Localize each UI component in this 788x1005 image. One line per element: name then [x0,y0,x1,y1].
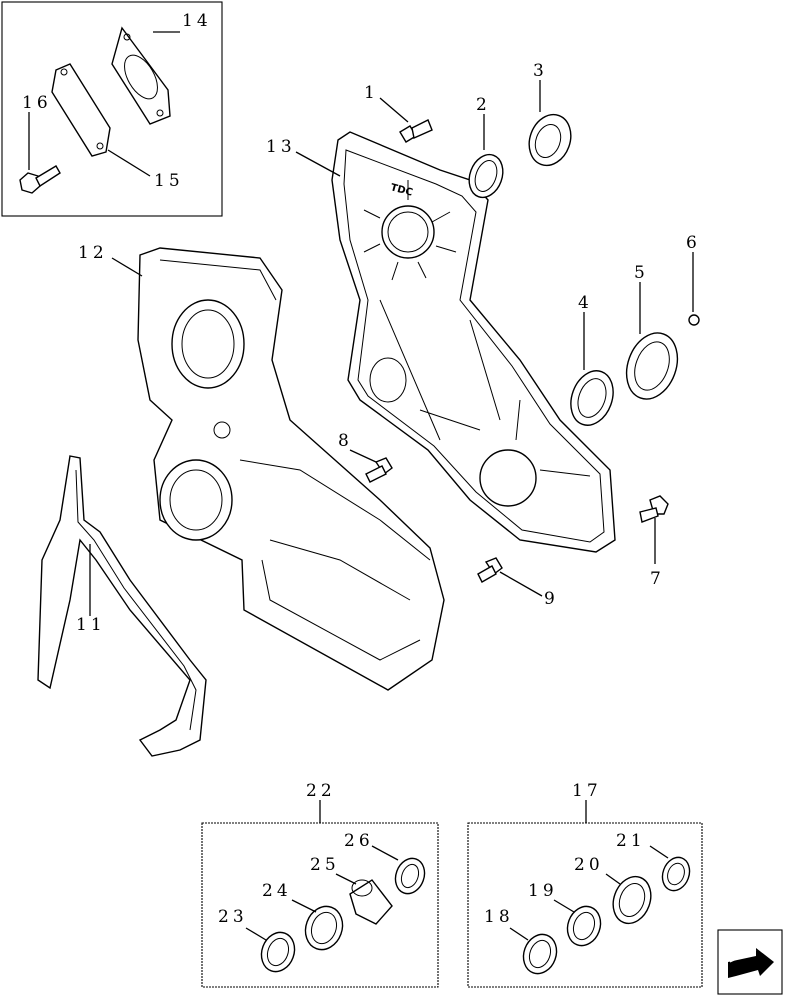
part-16-bolt [19,165,61,194]
callout-9: 9 [544,589,559,609]
callout-21: 21 [616,831,646,851]
callout-14: 14 [182,11,212,31]
callout-6: 6 [686,233,701,253]
part-2-seal [468,153,504,199]
part-20-seal [612,875,652,925]
part-13-front-cover: TDC [331,131,616,553]
callout-11: 11 [76,615,106,635]
callout-25: 25 [310,855,340,875]
part-23-seal [260,931,296,973]
part-18-seal [522,933,558,975]
callout-1: 1 [364,83,379,103]
callout-7: 7 [650,569,665,589]
callout-17: 17 [572,781,602,801]
part-1-bolt [399,119,433,143]
callout-24: 24 [262,881,292,901]
callout-23: 23 [218,907,248,927]
callout-3: 3 [533,61,548,81]
part-14-gasket [111,26,171,125]
part-11-gasket [37,455,207,757]
part-15-cover-plate [51,63,111,157]
callout-20: 20 [574,855,604,875]
callout-13: 13 [266,137,296,157]
callout-22: 22 [306,781,336,801]
callout-16: 16 [22,93,52,113]
next-page-arrow-icon[interactable] [717,929,783,995]
part-24-bushing [304,905,344,951]
part-8-bolt [365,457,393,483]
part-5-retainer-ring [625,332,679,400]
callout-8: 8 [338,431,353,451]
part-12-gear-housing [137,247,445,691]
inset-box-gasket-cover: 14 15 16 [1,1,223,217]
part-6-nut [688,314,700,326]
callout-2: 2 [476,95,491,115]
part-26-seal [394,857,426,895]
callout-5: 5 [634,263,649,283]
part-9-bolt [477,557,503,583]
part-3-bearing [528,113,572,167]
part-7-bolt [639,495,669,523]
part-25-sleeve [349,879,393,925]
callout-12: 12 [78,243,108,263]
part-19-bushing [566,905,602,947]
callout-18: 18 [484,907,514,927]
part-4-seal [570,370,614,426]
callout-19: 19 [528,881,558,901]
callout-4: 4 [578,293,593,313]
callout-26: 26 [344,831,374,851]
part-21-seal [661,856,691,892]
kit-box-22: 22 23 24 25 26 [201,781,439,988]
kit-box-17: 17 18 19 20 21 [467,781,703,988]
callout-15: 15 [154,171,184,191]
